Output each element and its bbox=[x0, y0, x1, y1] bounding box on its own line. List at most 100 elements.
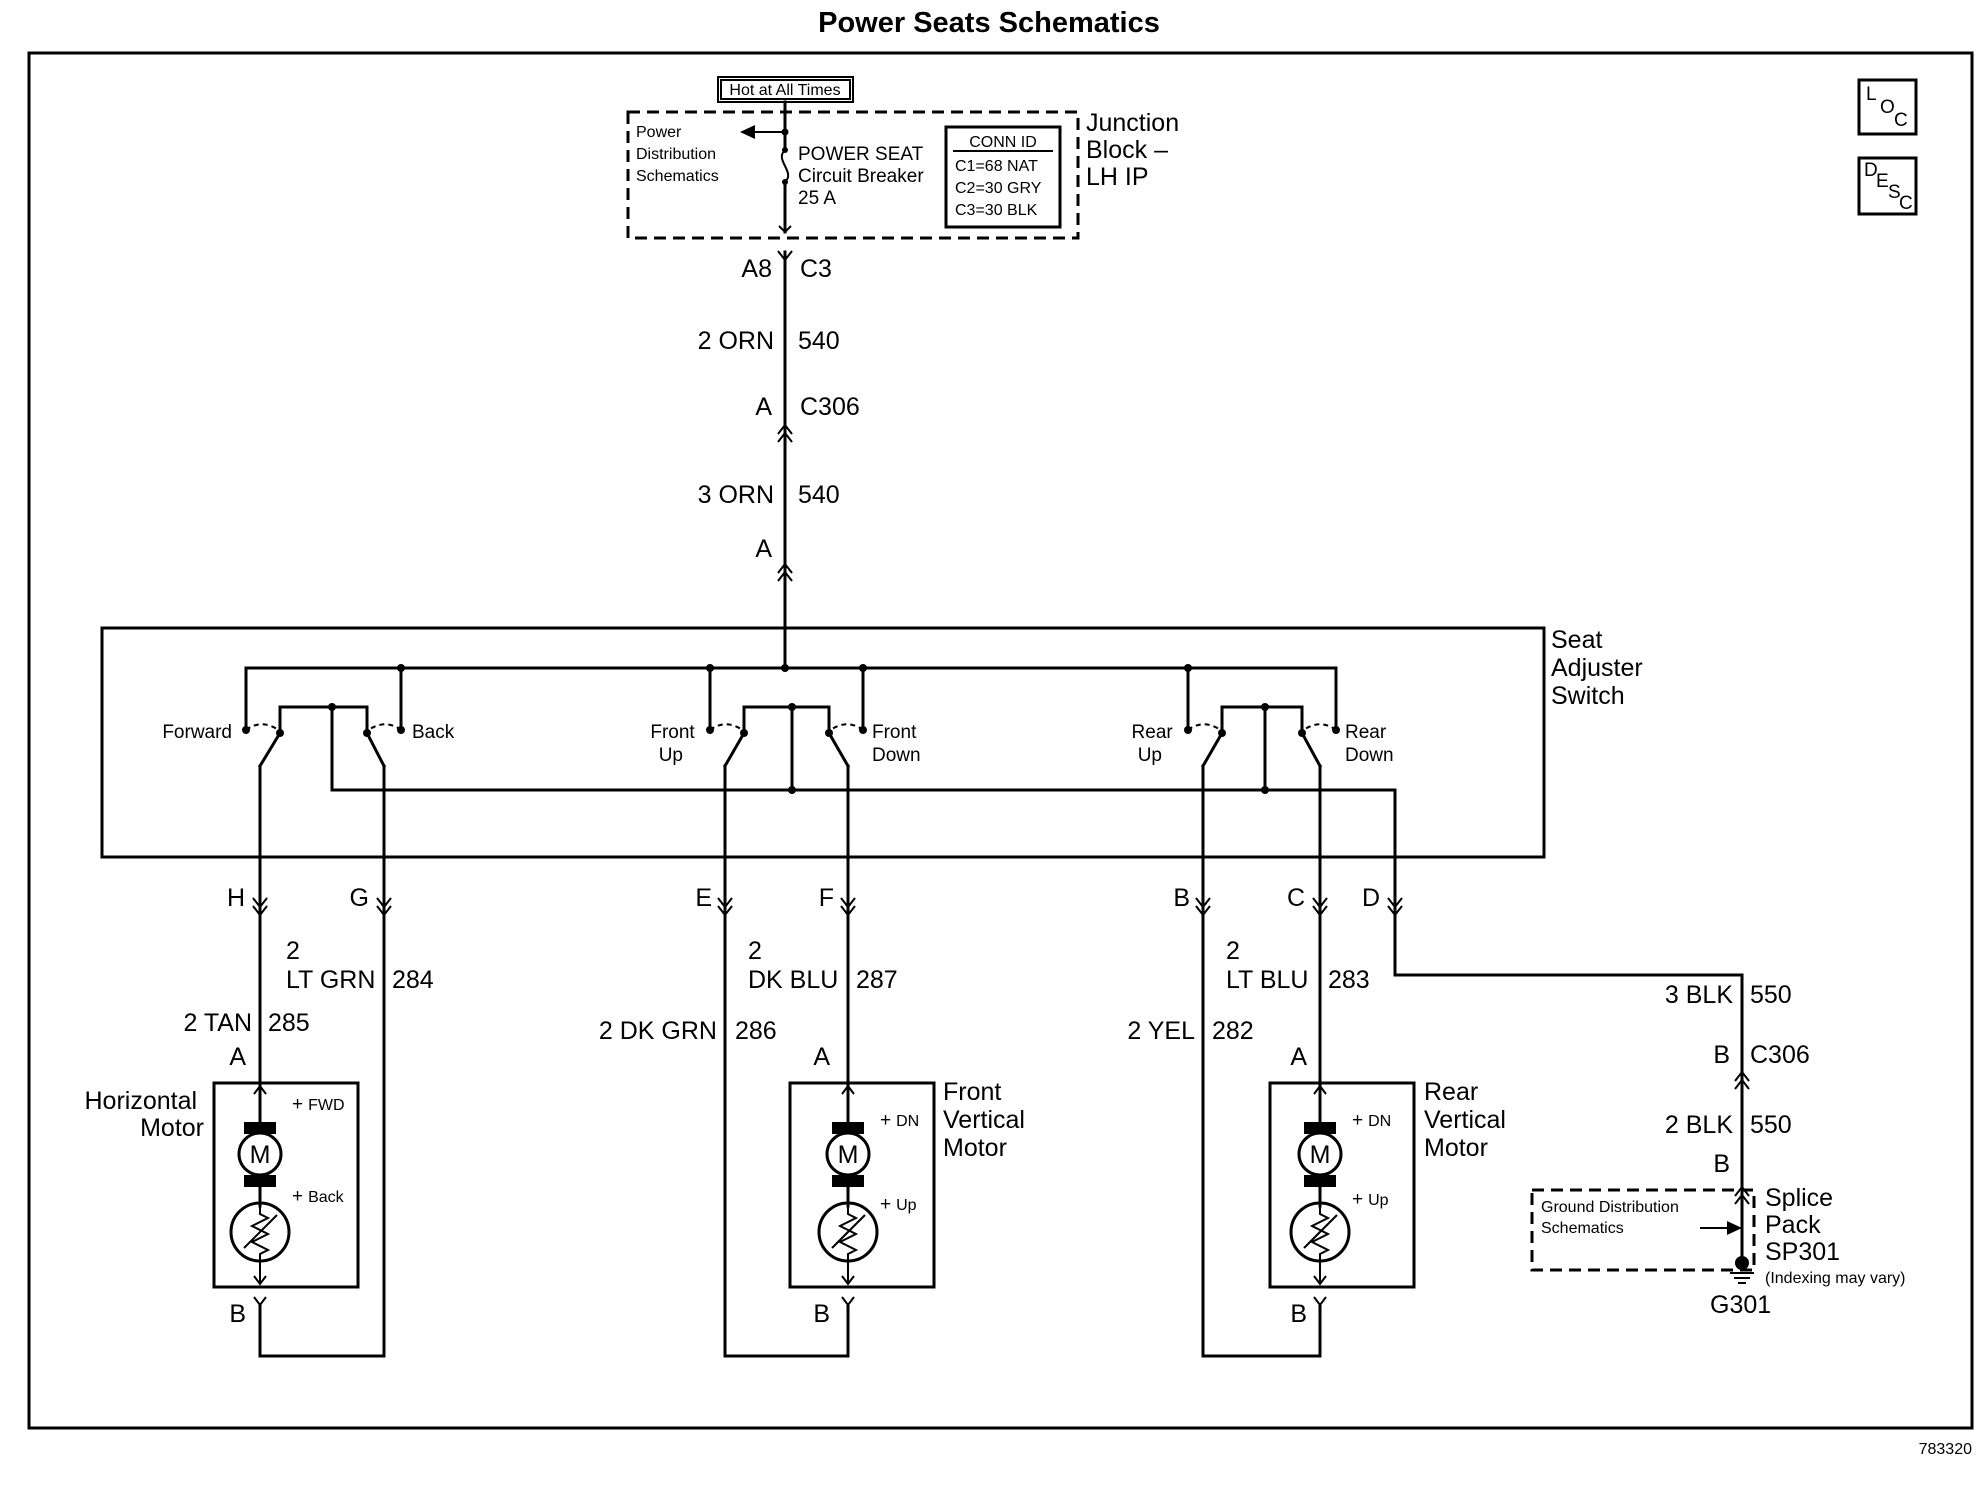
svg-text:287: 287 bbox=[856, 966, 898, 994]
breaker-label: POWER SEAT Circuit Breaker 25 A bbox=[798, 144, 929, 209]
power-dist-link[interactable]: Power Distribution Schematics bbox=[636, 124, 720, 185]
svg-text:3 ORN: 3 ORN bbox=[698, 481, 774, 509]
conn-id-c3: C3=30 BLK bbox=[955, 202, 1038, 219]
svg-text:283: 283 bbox=[1328, 966, 1370, 994]
front-up-label: Front Up bbox=[650, 722, 700, 766]
rear-vertical-switch-pair[interactable]: Rear Up Rear Down bbox=[1132, 666, 1394, 792]
svg-text:D: D bbox=[1362, 884, 1380, 912]
conn-id-c2: C2=30 GRY bbox=[955, 180, 1042, 197]
ground-id: G301 bbox=[1710, 1291, 1771, 1319]
svg-text:2: 2 bbox=[748, 937, 762, 965]
junction-block: Hot at All Times Power Distribution Sche… bbox=[626, 76, 1186, 240]
rear-vertical-motor-circuit: B 2 YEL 282 C 2 LT BLU 283 bbox=[1127, 764, 1370, 1358]
svg-text:550: 550 bbox=[1750, 1111, 1792, 1139]
svg-text:A: A bbox=[229, 1043, 246, 1071]
horizontal-switch-pair[interactable]: Forward Back bbox=[162, 666, 455, 769]
front-vertical-motor-name: Front Vertical Motor bbox=[943, 1078, 1032, 1162]
svg-text:B: B bbox=[1713, 1150, 1730, 1178]
svg-text:E: E bbox=[695, 884, 712, 912]
svg-text:3 BLK: 3 BLK bbox=[1665, 981, 1733, 1009]
svg-text:LT GRN: LT GRN bbox=[286, 966, 375, 994]
diagram-frame bbox=[27, 51, 1974, 1430]
svg-text:+FWD: +FWD bbox=[292, 1094, 345, 1115]
svg-text:2 BLK: 2 BLK bbox=[1665, 1111, 1733, 1139]
svg-text:2 ORN: 2 ORN bbox=[698, 327, 774, 355]
svg-text:C: C bbox=[1894, 110, 1908, 131]
svg-text:H: H bbox=[227, 884, 245, 912]
svg-text:284: 284 bbox=[392, 966, 434, 994]
front-vertical-motor: Front Vertical Motor A B M +DN +Up bbox=[788, 1043, 1032, 1328]
switch-name: Seat Adjuster Switch bbox=[1551, 626, 1650, 710]
svg-text:285: 285 bbox=[268, 1009, 310, 1037]
svg-text:B: B bbox=[1173, 884, 1190, 912]
front-vertical-motor-circuit: E 2 DK GRN 286 F 2 DK BLU 287 bbox=[599, 764, 898, 1358]
back-label: Back bbox=[412, 722, 455, 743]
page-title: Power Seats Schematics bbox=[818, 7, 1160, 39]
ground-dist-link[interactable]: Ground Distribution Schematics bbox=[1541, 1199, 1683, 1237]
horizontal-motor-circuit: H 2 TAN 285 G 2 LT GRN 284 bbox=[183, 764, 434, 1358]
svg-text:+DN: +DN bbox=[880, 1110, 919, 1131]
svg-text:C: C bbox=[1899, 193, 1913, 214]
svg-text:M: M bbox=[250, 1141, 271, 1169]
svg-text:C306: C306 bbox=[800, 393, 860, 421]
front-down-label: Front Down bbox=[872, 722, 922, 766]
svg-text:A: A bbox=[813, 1043, 830, 1071]
description-icon[interactable]: D E S C bbox=[1857, 156, 1918, 216]
svg-text:DK BLU: DK BLU bbox=[748, 966, 838, 994]
forward-label: Forward bbox=[162, 722, 232, 743]
svg-text:M: M bbox=[1310, 1141, 1331, 1169]
figure-id: 783320 bbox=[1919, 1441, 1972, 1458]
svg-text:282: 282 bbox=[1212, 1017, 1254, 1045]
svg-text:C: C bbox=[1287, 884, 1305, 912]
conn-id-c1: C1=68 NAT bbox=[955, 158, 1038, 175]
svg-text:B: B bbox=[229, 1300, 246, 1328]
svg-text:A8: A8 bbox=[741, 255, 772, 283]
svg-text:M: M bbox=[838, 1141, 859, 1169]
svg-text:2: 2 bbox=[286, 937, 300, 965]
svg-text:2: 2 bbox=[1226, 937, 1240, 965]
seat-adjuster-switch: Seat Adjuster Switch Forward bbox=[100, 626, 1650, 977]
svg-text:F: F bbox=[819, 884, 834, 912]
svg-text:+Back: +Back bbox=[292, 1186, 345, 1207]
svg-text:+Up: +Up bbox=[1352, 1189, 1389, 1210]
svg-text:LT BLU: LT BLU bbox=[1226, 966, 1308, 994]
svg-text:540: 540 bbox=[798, 327, 840, 355]
junction-block-name: Junction Block – LH IP bbox=[1086, 109, 1186, 191]
hot-at-all-times-label: Hot at All Times bbox=[729, 82, 840, 99]
svg-text:O: O bbox=[1880, 97, 1895, 118]
svg-text:B: B bbox=[813, 1300, 830, 1328]
svg-text:L: L bbox=[1866, 84, 1877, 105]
svg-text:+DN: +DN bbox=[1352, 1110, 1391, 1131]
ground-circuit: D 3 BLK 550 B C306 2 BLK 550 B Ground Di… bbox=[1362, 884, 1906, 1319]
horizontal-motor-name: Horizontal Motor bbox=[84, 1087, 204, 1142]
svg-text:G: G bbox=[350, 884, 369, 912]
svg-text:550: 550 bbox=[1750, 981, 1792, 1009]
svg-text:S: S bbox=[1888, 182, 1901, 203]
horizontal-motor: Horizontal Motor A B M +FWD +Back bbox=[84, 1043, 360, 1328]
svg-text:2 DK GRN: 2 DK GRN bbox=[599, 1017, 717, 1045]
svg-text:A: A bbox=[755, 535, 772, 563]
rear-vertical-motor: Rear Vertical Motor A B M +DN +Up bbox=[1268, 1043, 1513, 1328]
front-vertical-switch-pair[interactable]: Front Up Front Down bbox=[650, 666, 922, 792]
svg-text:2 TAN: 2 TAN bbox=[183, 1009, 252, 1037]
svg-text:B: B bbox=[1713, 1041, 1730, 1069]
splice-pack-node bbox=[1735, 1256, 1749, 1270]
svg-text:+Up: +Up bbox=[880, 1194, 917, 1215]
svg-text:B: B bbox=[1290, 1300, 1307, 1328]
rear-up-label: Rear Up bbox=[1132, 722, 1178, 766]
svg-text:A: A bbox=[1290, 1043, 1307, 1071]
conn-id-title: CONN ID bbox=[969, 134, 1037, 151]
location-icon[interactable]: L O C bbox=[1857, 78, 1918, 136]
splice-pack-name: Splice Pack SP301 bbox=[1765, 1184, 1840, 1266]
indexing-note: (Indexing may vary) bbox=[1765, 1270, 1906, 1287]
rear-vertical-motor-name: Rear Vertical Motor bbox=[1424, 1078, 1513, 1162]
main-feed: A8 C3 2 ORN 540 A C306 3 ORN 540 A bbox=[698, 250, 860, 672]
svg-text:D: D bbox=[1864, 160, 1878, 181]
svg-text:540: 540 bbox=[798, 481, 840, 509]
rear-down-label: Rear Down bbox=[1345, 722, 1394, 766]
svg-text:C306: C306 bbox=[1750, 1041, 1810, 1069]
svg-text:286: 286 bbox=[735, 1017, 777, 1045]
svg-text:2 YEL: 2 YEL bbox=[1127, 1017, 1195, 1045]
svg-text:E: E bbox=[1876, 171, 1889, 192]
